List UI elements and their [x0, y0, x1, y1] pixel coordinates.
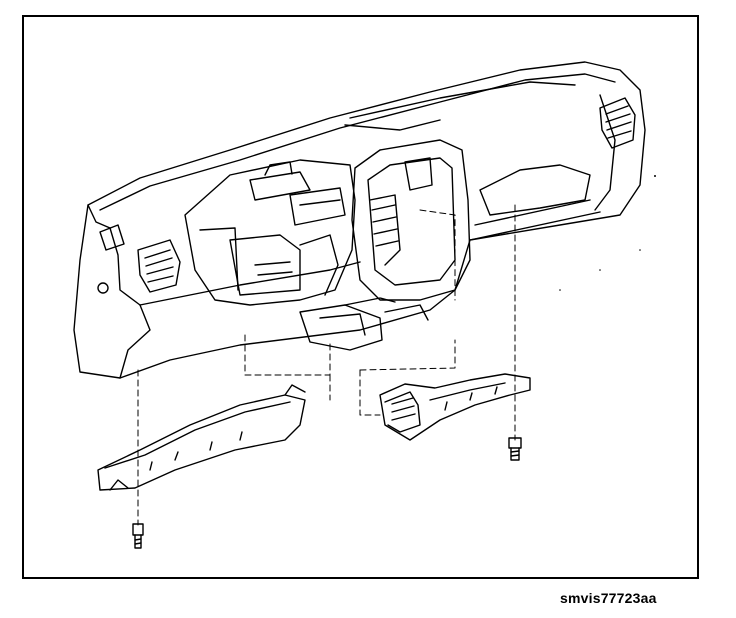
- left-floor-duct: [97, 384, 306, 491]
- left-fastener: [132, 523, 144, 549]
- right-floor-duct: [379, 373, 531, 441]
- instrument-cluster-area: [184, 159, 356, 306]
- center-duct-assembly: [299, 297, 429, 351]
- left-air-vent: [137, 239, 181, 293]
- scan-speckles: [559, 175, 656, 291]
- figure-id-label: smvis77723aa: [560, 590, 657, 606]
- mounting-hole: [97, 282, 109, 294]
- illustration-frame: [22, 15, 699, 579]
- right-fastener: [508, 437, 522, 461]
- instrument-panel: [73, 61, 646, 379]
- left-end-cap: [99, 224, 125, 251]
- assembly-guide-lines: [137, 204, 516, 526]
- right-air-vent: [599, 97, 636, 149]
- center-stack-opening: [351, 139, 471, 301]
